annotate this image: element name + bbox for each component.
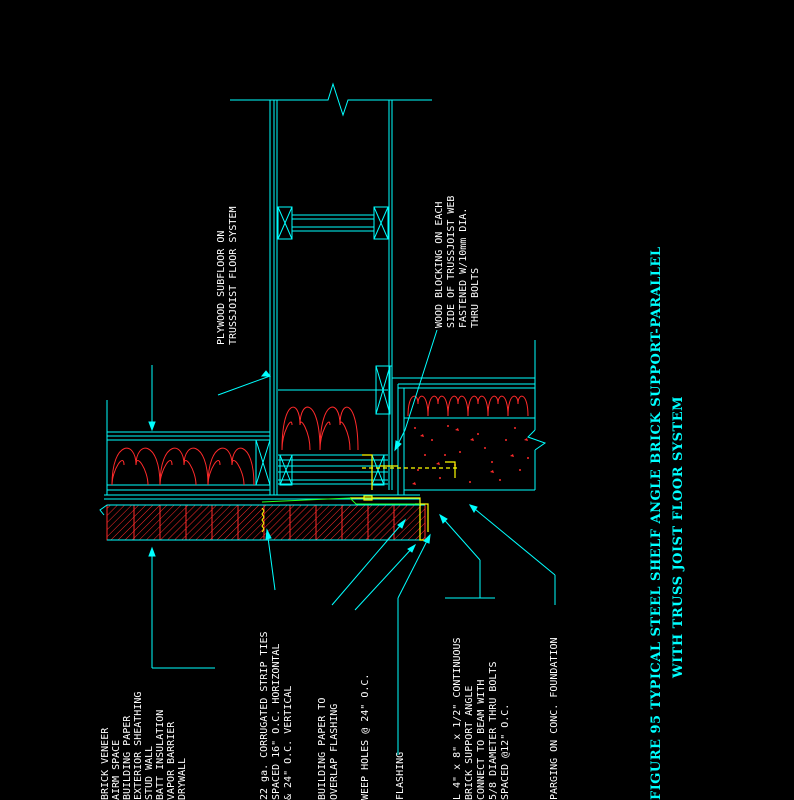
upper-wall bbox=[230, 82, 432, 495]
note-weep-holes: WEEP HOLES @ 24" O.C. bbox=[360, 674, 371, 800]
note-parging: PARGING ON CONC. FOUNDATION bbox=[549, 637, 560, 800]
note-line: & 24" O.C. VERTICAL bbox=[283, 686, 294, 800]
note-line: VAPOR BARRIER bbox=[166, 721, 177, 800]
note-line: SPACED 16" O.C. HORIZONTAL bbox=[271, 643, 282, 800]
title-line-2: WITH TRUSS JOIST FLOOR SYSTEM bbox=[671, 396, 686, 679]
note-line: EXTERIOR SHEATHING bbox=[133, 692, 144, 800]
note-line: THRU BOLTS bbox=[470, 268, 481, 328]
note-line: 5/8 DIAMETER THRU BOLTS bbox=[488, 662, 499, 800]
note-strip-ties: 22 ga. CORRUGATED STRIP TIES SPACED 16" … bbox=[259, 631, 294, 800]
exterior-stud-wall bbox=[104, 400, 420, 500]
truss-joist-chord-upper bbox=[277, 206, 389, 240]
note-line: AIRM SPACE bbox=[111, 740, 122, 800]
note-line: WEEP HOLES @ 24" O.C. bbox=[360, 674, 371, 800]
batt-insulation-left bbox=[111, 447, 255, 486]
brick-veneer bbox=[99, 504, 426, 541]
note-wood-blocking: WOOD BLOCKING ON EACH SIDE OF TRUSSJOIST… bbox=[434, 196, 481, 328]
note-line: BATT INSULATION bbox=[155, 710, 166, 800]
note-line: 22 ga. CORRUGATED STRIP TIES bbox=[259, 631, 270, 800]
note-line: BUILDING PAPER bbox=[122, 715, 133, 800]
note-line: CONNECT TO BEAM WITH bbox=[476, 680, 487, 800]
title-line-1: FIGURE 95 TYPICAL STEEL SHELF ANGLE BRIC… bbox=[649, 247, 664, 800]
batt-insulation-floor bbox=[407, 395, 529, 417]
note-building-paper: BUILDING PAPER TO OVERLAP FLASHING bbox=[317, 698, 340, 800]
note-line: SIDE OF TRUSSJOIST WEB bbox=[446, 196, 457, 328]
note-shelf-angle: L 4" x 8" x 1/2" CONTINUOUS BRICK SUPPOR… bbox=[452, 637, 511, 800]
note-line: PLYWOOD SUBFLOOR ON bbox=[216, 231, 227, 345]
batt-insulation-rim bbox=[281, 406, 359, 451]
note-line: FLASHING bbox=[395, 752, 406, 800]
leader-lines bbox=[148, 329, 556, 755]
concrete-foundation bbox=[412, 425, 529, 485]
note-line: BRICK SUPPORT ANGLE bbox=[464, 686, 475, 800]
note-line: BUILDING PAPER TO bbox=[317, 698, 328, 800]
note-line: STUD WALL bbox=[144, 746, 155, 800]
note-line: OVERLAP FLASHING bbox=[329, 704, 340, 800]
note-line: WOOD BLOCKING ON EACH bbox=[434, 202, 445, 328]
interior-floor bbox=[375, 340, 547, 495]
note-line: PARGING ON CONC. FOUNDATION bbox=[549, 637, 560, 800]
note-line: BRICK VENEER bbox=[100, 727, 111, 800]
flashing-line bbox=[261, 497, 420, 505]
note-line: SPACED @12" O.C. bbox=[500, 704, 511, 800]
note-wall-layers: BRICK VENEER AIRM SPACE BUILDING PAPER E… bbox=[100, 692, 188, 800]
note-line: TRUSSJOIST FLOOR SYSTEM bbox=[228, 207, 239, 345]
note-flashing: FLASHING bbox=[395, 752, 406, 800]
note-line: L 4" x 8" x 1/2" CONTINUOUS bbox=[452, 637, 463, 800]
note-line: FASTENED W/10mm DIA. bbox=[458, 208, 469, 328]
note-line: DRYWALL bbox=[177, 758, 188, 800]
note-plywood-subfloor: PLYWOOD SUBFLOOR ON TRUSSJOIST FLOOR SYS… bbox=[216, 207, 239, 345]
drawing-title: FIGURE 95 TYPICAL STEEL SHELF ANGLE BRIC… bbox=[649, 247, 686, 800]
